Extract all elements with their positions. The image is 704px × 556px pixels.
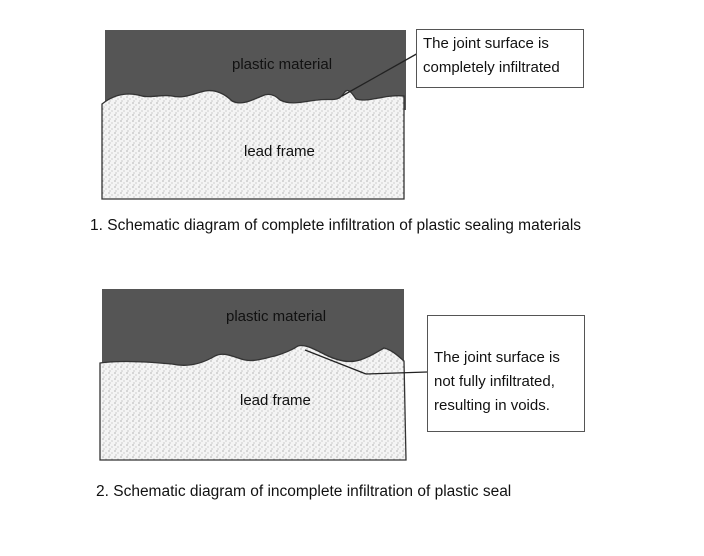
plastic-material-label-2: plastic material bbox=[226, 308, 327, 325]
callout-1-line-1: The joint surface is bbox=[423, 35, 549, 52]
lead-frame-label-1: lead frame bbox=[244, 143, 315, 160]
caption-2: 2. Schematic diagram of incomplete infil… bbox=[96, 483, 512, 500]
callout-2-line-2: not fully infiltrated, bbox=[434, 373, 555, 390]
diagram-1 bbox=[101, 30, 421, 200]
caption-1: 1. Schematic diagram of complete infiltr… bbox=[90, 217, 582, 234]
callout-leader-2 bbox=[304, 349, 367, 375]
lead-frame-block-2 bbox=[99, 344, 407, 461]
lead-frame-label-2: lead frame bbox=[240, 392, 311, 409]
callout-2-line-3: resulting in voids. bbox=[434, 397, 550, 414]
callout-1-line-2: completely infiltrated bbox=[423, 59, 560, 76]
callout-box-1: The joint surface is completely infiltra… bbox=[416, 29, 584, 88]
callout-2-line-1: The joint surface is bbox=[434, 349, 560, 366]
callout-box-2: The joint surface is not fully infiltrat… bbox=[427, 315, 585, 432]
plastic-material-label-1: plastic material bbox=[232, 56, 333, 73]
diagram-2 bbox=[99, 289, 428, 461]
callout-leader-2-tail bbox=[365, 371, 428, 375]
callout-leader-1 bbox=[341, 51, 421, 97]
